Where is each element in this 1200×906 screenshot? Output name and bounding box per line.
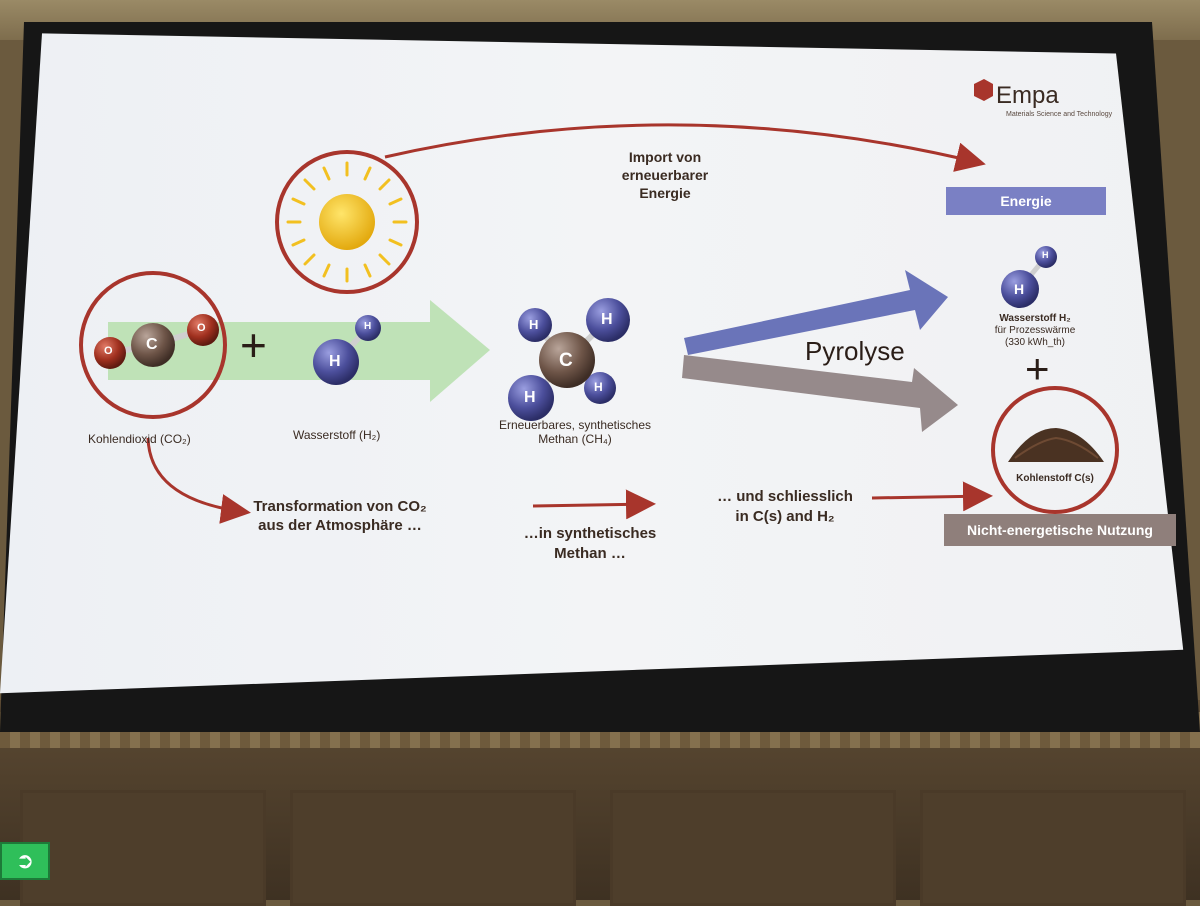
plus-sign: + xyxy=(1025,345,1050,392)
carbon-label: Kohlenstoff C(s) xyxy=(1016,473,1094,484)
exit-sign-icon: ➲ xyxy=(0,842,50,880)
methane-hydrogen-atom xyxy=(584,372,616,404)
step-arrow-2 xyxy=(871,481,993,512)
hydrogen-output-line: für Prozesswärme xyxy=(994,325,1076,336)
output-hydrogen-atom xyxy=(1001,270,1039,308)
sun-ring xyxy=(275,150,419,294)
hydrogen-output-title: Wasserstoff H₂ xyxy=(999,313,1071,324)
empa-logo-text: Empa xyxy=(996,82,1059,109)
energy-box: Energie xyxy=(946,187,1106,215)
output-hydrogen-atom xyxy=(1035,246,1057,268)
methane-label-line: Methan (CH₄) xyxy=(538,432,612,446)
h2-letter: H xyxy=(329,353,341,370)
co2-oxygen-atom xyxy=(94,337,126,369)
output-h-letter: H xyxy=(1014,281,1025,297)
co2-ring xyxy=(79,271,227,419)
methane-h-letter: H xyxy=(594,380,603,394)
step-arrow-1 xyxy=(532,489,656,520)
methane-h-letter: H xyxy=(524,389,536,406)
co2-oxygen-letter: O xyxy=(104,345,113,357)
methane-hydrogen-atom xyxy=(518,308,552,342)
import-label-line: Energie xyxy=(639,185,691,201)
methane-carbon-atom xyxy=(539,332,595,388)
non-energy-box: Nicht-energetische Nutzung xyxy=(944,514,1176,546)
carbon-ring xyxy=(991,386,1119,514)
import-energy-label: Import von erneuerbarer Energie xyxy=(600,148,730,202)
empa-logo-icon xyxy=(974,79,993,101)
co2-oxygen-atom xyxy=(187,314,219,346)
co2-transform-arrow xyxy=(146,437,251,524)
plus-sign: + xyxy=(240,319,267,371)
hydrogen-output-label: Wasserstoff H₂ für Prozesswärme (330 kWh… xyxy=(975,313,1095,349)
h2-label: Wasserstoff (H₂) xyxy=(293,428,381,442)
step2-label: …in synthetisches Methan … xyxy=(505,524,675,564)
wall-panel xyxy=(290,790,576,906)
carbon-powder-pile xyxy=(1008,428,1104,462)
import-label-line: Import von xyxy=(628,149,702,165)
methane-hydrogen-atom xyxy=(508,375,554,421)
step3-line: in C(s) and H₂ xyxy=(735,508,835,525)
import-label-line: erneuerbarer xyxy=(621,167,709,183)
step3-line: … und schliesslich xyxy=(717,488,853,505)
import-energy-arrow xyxy=(384,123,986,172)
h2-hydrogen-atom xyxy=(355,315,381,341)
co2-carbon-letter: C xyxy=(146,336,158,353)
step2-line: Methan … xyxy=(554,545,626,562)
step1-label: Transformation von CO₂ aus der Atmosphär… xyxy=(240,497,440,535)
methane-h-letter: H xyxy=(529,317,539,332)
blue-energy-arrow xyxy=(684,270,948,355)
methane-label: Erneuerbares, synthetisches Methan (CH₄) xyxy=(490,418,660,446)
step2-line: …in synthetisches xyxy=(523,525,657,542)
grey-carbon-arrow xyxy=(682,355,958,432)
sun-core xyxy=(319,194,375,250)
methane-label-line: Erneuerbares, synthetisches xyxy=(498,418,652,432)
h2-letter: H xyxy=(364,321,372,332)
co2-oxygen-letter: O xyxy=(197,322,206,334)
wall-panel xyxy=(920,790,1186,906)
pyrolysis-label: Pyrolyse xyxy=(805,336,905,366)
step1-line: aus der Atmosphäre … xyxy=(258,517,422,534)
methane-hydrogen-atom xyxy=(586,298,630,342)
empa-tagline: Materials Science and Technology xyxy=(1006,111,1113,118)
step3-label: … und schliesslich in C(s) and H₂ xyxy=(700,487,870,527)
h2-hydrogen-atom xyxy=(313,339,359,385)
co2-label: Kohlendioxid (CO₂) xyxy=(88,432,191,446)
sun-icon xyxy=(286,161,408,283)
methane-carbon-letter: C xyxy=(559,350,573,371)
hydrogen-output-line: (330 kWh_th) xyxy=(1004,337,1066,348)
step1-line: Transformation von CO₂ xyxy=(253,498,427,515)
co2-carbon-atom xyxy=(131,323,175,367)
output-h-letter: H xyxy=(1042,250,1049,260)
methane-h-letter: H xyxy=(601,311,613,328)
